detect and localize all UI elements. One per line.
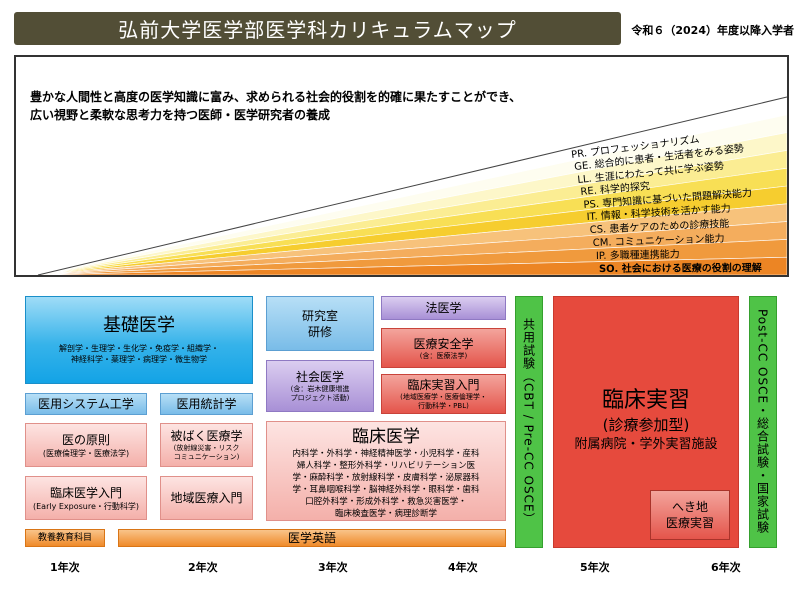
course-subtitle: コミュニケーション) — [173, 453, 240, 461]
year-label-4: 4年次 — [448, 561, 478, 574]
course-kenkyushitsu-kenshu[interactable]: 研究室 研修 — [266, 296, 374, 351]
educational-goal: 豊かな人間性と高度の医学知識に富み、求められる社会的役割を的確に果たすことができ… — [30, 88, 521, 124]
course-chiiki-nyumon[interactable]: 地域医療入門 — [160, 476, 253, 520]
course-title: 医学英語 — [287, 531, 336, 545]
course-igaku-eigo[interactable]: 医学英語 — [118, 529, 506, 547]
course-hou-igaku[interactable]: 法医学 — [381, 296, 506, 320]
course-title: 医療実習 — [665, 516, 714, 530]
course-kiso-igaku[interactable]: 基礎医学 解剖学・生理学・生化学・免疫学・組織学・ 神経科学・薬理学・病理学・微… — [25, 296, 253, 384]
course-subtitle: (含：医療法学) — [419, 351, 468, 360]
course-title: 法医学 — [425, 301, 462, 315]
course-rinsho-nyumon[interactable]: 臨床医学入門 (Early Exposure・行動科学) — [25, 476, 147, 520]
course-kyoyo-kyoiku[interactable]: 教養教育科目 — [25, 529, 105, 547]
course-title: 社会医学 — [295, 370, 344, 384]
year-label-1: 1年次 — [50, 561, 80, 574]
competency-label: SO. 社会における医療の役割の理解 — [598, 263, 762, 276]
course-subtitle: 行動科学・PBL) — [418, 402, 469, 410]
course-subjects: 内科学・外科学・神経精神医学・小児科学・産科婦人科学・整形外科学・リハビリテーシ… — [292, 448, 479, 520]
year-label-3: 3年次 — [318, 561, 348, 574]
goal-line-1: 豊かな人間性と高度の医学知識に富み、求められる社会的役割を的確に果たすことができ… — [30, 90, 522, 104]
course-subtitle: (Early Exposure・行動科学) — [32, 501, 140, 511]
course-subject-line: 臨床検査医学・病理診断学 — [334, 509, 437, 519]
course-iryou-anzen[interactable]: 医療安全学 (含：医療法学) — [381, 328, 506, 368]
year-label-2: 2年次 — [188, 561, 218, 574]
course-title: 医用統計学 — [176, 397, 237, 411]
course-title: 教養教育科目 — [37, 532, 92, 543]
course-title: 臨床実習 — [601, 388, 690, 413]
course-subject-line: 学・麻酔科学・放射線科学・皮膚科学・泌尿器科 — [292, 473, 480, 483]
course-subjects: 神経科学・薬理学・病理学・微生物学 — [71, 355, 207, 364]
course-subject-line: 内科学・外科学・神経精神医学・小児科学・産科 — [292, 449, 480, 459]
course-i-no-genri[interactable]: 医の原則 (医療倫理学・医療法学) — [25, 423, 147, 467]
course-subtitle: (含：岩木健康増進 — [290, 385, 350, 393]
competency-pyramid — [14, 55, 789, 277]
course-title: 地域医療入門 — [170, 491, 243, 505]
course-title: 臨床医学入門 — [49, 485, 122, 500]
course-title: 医用システム工学 — [38, 397, 134, 411]
goal-line-2: 広い視野と柔軟な思考力を持つ医師・医学研究者の養成 — [30, 108, 331, 122]
course-title: へき地 — [671, 500, 708, 514]
course-title: 臨床実習入門 — [407, 378, 480, 392]
course-rinsho-jisshu-nyumon[interactable]: 臨床実習入門 (地域医療学・医療倫理学・ 行動科学・PBL) — [381, 374, 506, 414]
course-title: 研修 — [307, 324, 332, 339]
pyramid-edge — [37, 96, 787, 275]
exam-kyoyo-shiken[interactable]: 共用試験（CBT / Pre-CC OSCE） — [515, 296, 543, 548]
course-location: 附属病院・学外実習施設 — [574, 437, 718, 452]
exam-title: Post-CC OSCE・総合試験・国家試験 — [755, 309, 770, 535]
year-label-5: 5年次 — [580, 561, 610, 574]
admission-note: 令和６（2024）年度以降入学者 — [631, 24, 794, 37]
course-subtitle: (診療参加型) — [602, 416, 690, 434]
course-rinsho-igaku[interactable]: 臨床医学 内科学・外科学・神経精神医学・小児科学・産科婦人科学・整形外科学・リハ… — [266, 421, 506, 521]
year-label-6: 6年次 — [711, 561, 741, 574]
course-title: 被ばく医療学 — [170, 429, 243, 443]
course-subject-line: 婦人科学・整形外科学・リハビリテーション医 — [296, 461, 476, 471]
page-title: 弘前大学医学部医学科カリキュラムマップ — [14, 12, 621, 45]
course-subjects: 解剖学・生理学・生化学・免疫学・組織学・ — [59, 344, 219, 353]
exam-title: 共用試験（CBT / Pre-CC OSCE） — [521, 318, 536, 526]
course-title: 基礎医学 — [103, 315, 175, 336]
course-title: 医療安全学 — [413, 336, 474, 351]
course-subtitle: (医療倫理学・医療法学) — [42, 448, 130, 458]
course-title: 医の原則 — [61, 432, 110, 447]
course-hekichi-iryou-jisshu[interactable]: へき地 医療実習 — [650, 490, 730, 540]
course-title: 臨床医学 — [352, 427, 420, 447]
course-hibaku-iryou[interactable]: 被ばく医療学 (放射線災害・リスク コミュニケーション) — [160, 423, 253, 467]
competency-bands — [37, 96, 787, 275]
course-subject-line: 口腔外科学・形成外科学・救急災害医学・ — [305, 497, 467, 507]
course-subject-line: 学・耳鼻咽喉科学・脳神経外科学・眼科学・歯科 — [292, 485, 480, 495]
course-iyou-toukei[interactable]: 医用統計学 — [160, 393, 253, 415]
course-subtitle: (放射線災害・リスク — [173, 444, 240, 452]
course-subtitle: プロジェクト活動) — [290, 394, 350, 402]
competency-band — [37, 256, 787, 275]
exam-final[interactable]: Post-CC OSCE・総合試験・国家試験 — [749, 296, 777, 548]
course-subtitle: (地域医療学・医療倫理学・ — [400, 393, 487, 401]
course-iyou-system[interactable]: 医用システム工学 — [25, 393, 147, 415]
course-shakai-igaku[interactable]: 社会医学 (含：岩木健康増進 プロジェクト活動) — [266, 360, 374, 412]
course-title: 研究室 — [301, 308, 338, 323]
